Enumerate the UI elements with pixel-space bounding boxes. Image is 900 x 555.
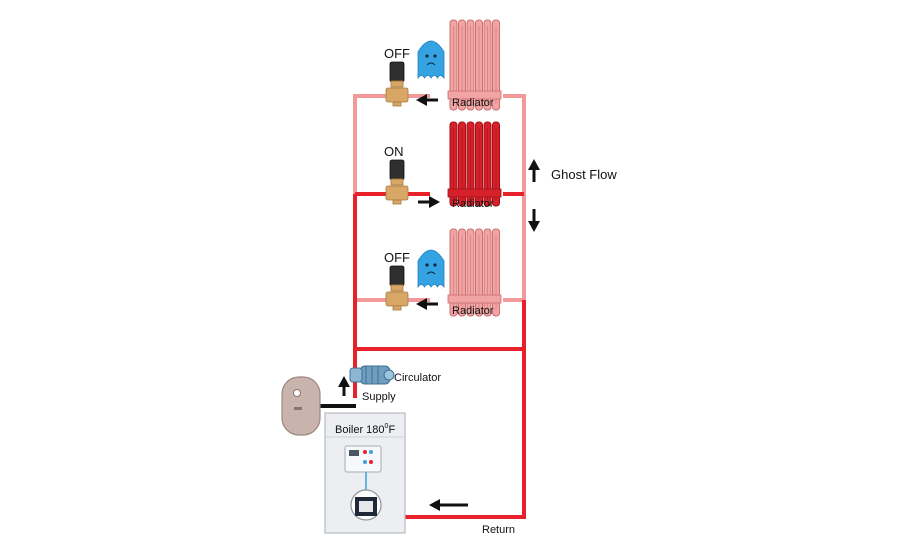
radiator-1: Radiator [447,19,502,111]
circulator-label: Circulator [394,372,441,384]
valve-state-label: OFF [384,250,410,265]
radiator-3: Radiator [447,228,502,317]
supply-arrow [338,376,350,396]
radiator-label: Radiator [452,198,494,210]
zone-valve-1: OFF [384,46,410,107]
return-label: Return [482,524,515,536]
circulator-pump [349,365,395,385]
valve-actuator [389,159,405,181]
ghost-icon [417,40,445,80]
radiator-label: Radiator [452,305,494,317]
valve-body [385,87,409,103]
ghost-flow-down-arrow [528,209,540,232]
ghost-flow-label: Ghost Flow [551,167,617,182]
flow-arrow-right [418,196,440,208]
ghost-flow-up-arrow [528,159,540,182]
valve-actuator [389,61,405,83]
boiler [324,412,406,534]
zone-valves: OFF ON OFF [384,46,410,311]
ghost-icon [417,249,445,289]
valve-state-label: ON [384,144,404,159]
valve-actuator [389,265,405,287]
radiator-2: Radiator [447,121,502,210]
return-arrow [429,499,468,511]
expansion-tank [281,376,321,436]
flow-arrow-left [416,298,438,310]
bottom-return-pipe [503,196,526,302]
flow-arrows [416,94,440,310]
burner [350,489,382,521]
zone-valve-3: OFF [384,250,410,311]
top-return-pipe [503,94,526,196]
valve-body [385,185,409,201]
zone-valve-2: ON [384,144,409,205]
radiator-label: Radiator [452,97,494,109]
boiler-control-panel [344,445,382,473]
supply-label: Supply [362,391,396,403]
ghost-flow-arrows [528,159,540,232]
ghosts [417,40,445,289]
flow-arrow-left [416,94,438,106]
valve-body [385,291,409,307]
boiler-label: Boiler 1800F [335,423,395,436]
valve-state-label: OFF [384,46,410,61]
